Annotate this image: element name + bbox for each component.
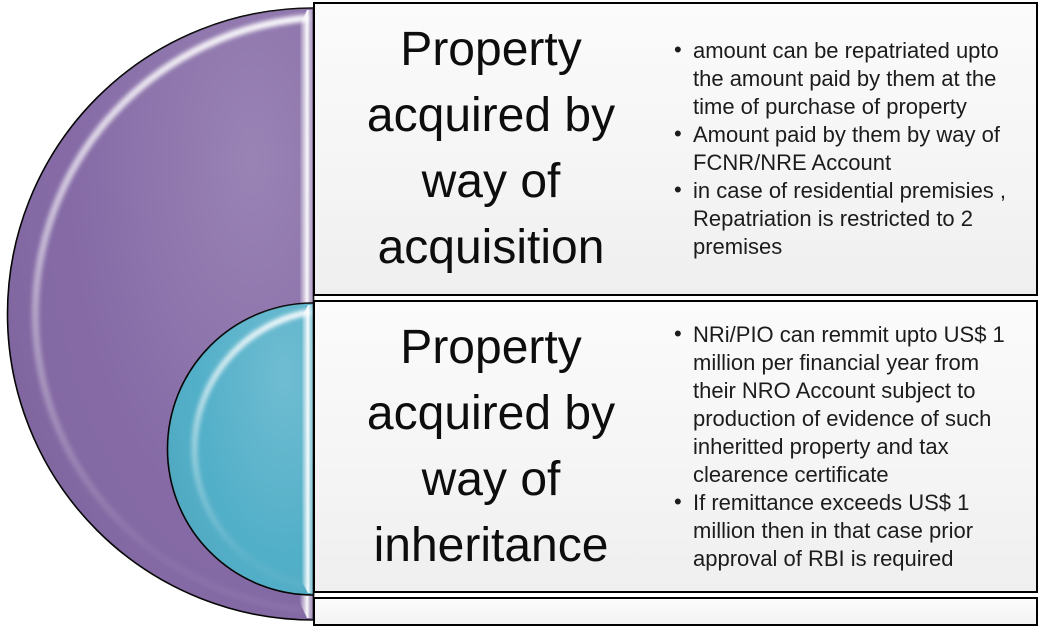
list-item: • amount can be repatriated upto the amo…: [667, 37, 1019, 121]
list-item: • Amount paid by them by way of FCNR/NRE…: [667, 121, 1019, 177]
bullet-list: • NRi/PIO can remmit upto US$ 1 million …: [667, 321, 1019, 573]
bullet-list: • amount can be repatriated upto the amo…: [667, 37, 1019, 261]
list-item: • If remittance exceeds US$ 1 million th…: [667, 489, 1019, 573]
row-title: Property acquired by way of acquisition: [366, 23, 616, 274]
row-title: Property acquired by way of inheritance: [366, 320, 616, 572]
bullet-text: NRi/PIO can remmit upto US$ 1 million pe…: [693, 321, 1005, 487]
bullet-icon: •: [674, 121, 682, 146]
list-item: • NRi/PIO can remmit upto US$ 1 million …: [667, 321, 1019, 489]
bullet-text: in case of residential premisies , Repat…: [693, 178, 1007, 259]
bottom-empty-strip: [313, 597, 1038, 626]
row-acquisition: Property acquired by way of acquisition …: [313, 2, 1038, 296]
row-inheritance-title-cell: Property acquired by way of inheritance: [315, 302, 667, 591]
bullet-icon: •: [674, 177, 682, 202]
bullet-icon: •: [674, 488, 682, 514]
bullet-icon: •: [674, 37, 682, 62]
bullet-text: Amount paid by them by way of FCNR/NRE A…: [693, 122, 1000, 175]
row-acquisition-bullets-cell: • amount can be repatriated upto the amo…: [667, 4, 1036, 294]
row-inheritance: Property acquired by way of inheritance …: [313, 300, 1038, 593]
row-inheritance-bullets-cell: • NRi/PIO can remmit upto US$ 1 million …: [667, 302, 1036, 591]
inheritance-semicircle-shape: [166, 302, 315, 596]
bullet-text: If remittance exceeds US$ 1 million then…: [693, 489, 974, 571]
bullet-icon: •: [674, 320, 682, 346]
list-item: • in case of residential premisies , Rep…: [667, 177, 1019, 261]
row-acquisition-title-cell: Property acquired by way of acquisition: [315, 4, 667, 294]
bullet-text: amount can be repatriated upto the amoun…: [693, 38, 999, 119]
